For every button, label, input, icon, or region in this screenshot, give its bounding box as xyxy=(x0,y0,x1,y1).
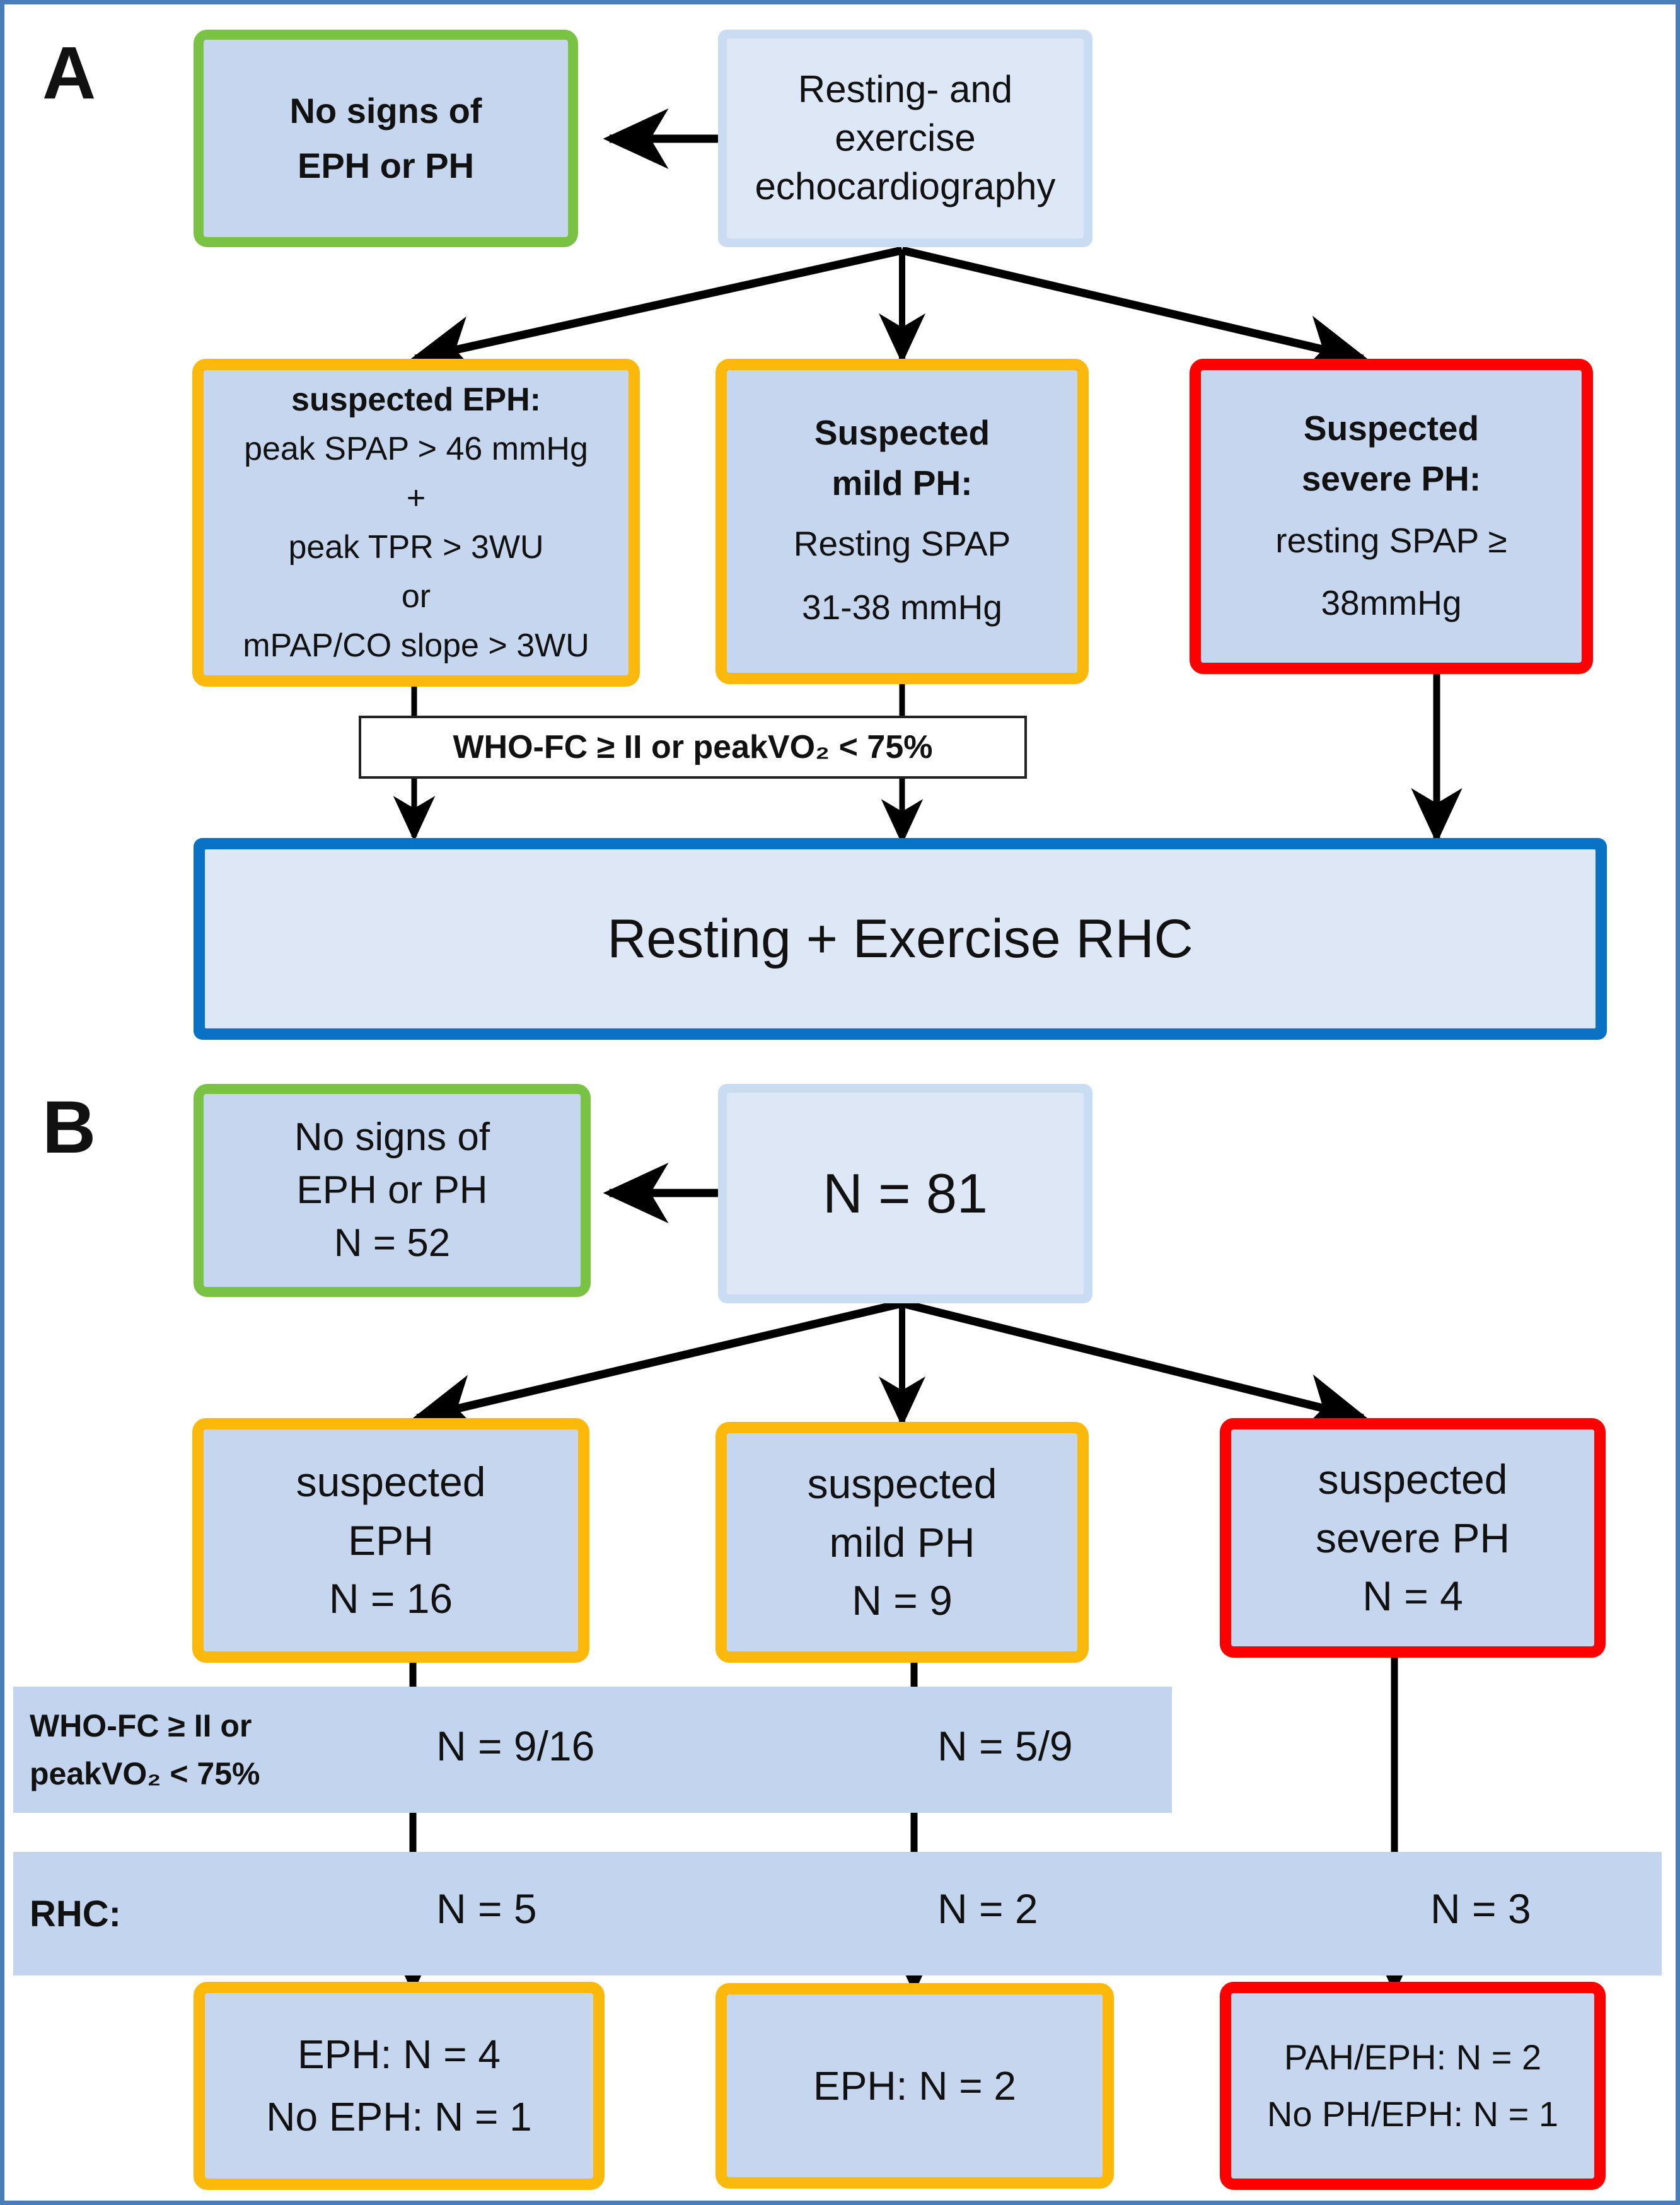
node-text-line: No EPH: N = 1 xyxy=(266,2094,532,2139)
node-text-line: peak SPAP > 46 mmHg xyxy=(244,431,588,467)
band-value-b-rhc-mild: N = 2 xyxy=(937,1885,1038,1932)
node-text-line: EPH or PH xyxy=(297,145,475,185)
band-value-b-rhc-eph: N = 5 xyxy=(436,1885,537,1932)
node-text-line: Resting- and xyxy=(797,68,1013,111)
arrow-a-root-to-severe xyxy=(901,246,1370,375)
band-value-b-who-fc-eph: N = 9/16 xyxy=(436,1723,595,1769)
node-text-line: Suspected xyxy=(814,412,990,452)
node-text-line: exercise xyxy=(835,117,976,160)
node-a-suspected-severe-ph: Suspected severe PH: resting SPAP ≥ 38mm… xyxy=(1190,359,1593,674)
node-text-line: severe PH: xyxy=(1301,459,1481,498)
band-label-line: peakVO₂ < 75% xyxy=(30,1756,260,1791)
node-b-no-signs-of-eph-or-ph: No signs of EPH or PH N = 52 xyxy=(194,1084,591,1297)
band-label-b-who-fc: WHO-FC ≥ II or peakVO₂ < 75% xyxy=(30,1687,383,1813)
node-text-line: N = 9 xyxy=(852,1577,953,1624)
panel-label-b: B xyxy=(42,1086,96,1169)
arrow-b-root-to-severe xyxy=(901,1299,1370,1434)
node-text-line: PAH/EPH: N = 2 xyxy=(1283,2037,1542,2078)
node-text-line: EPH: N = 4 xyxy=(298,2031,501,2077)
node-a-suspected-mild-ph: Suspected mild PH: Resting SPAP 31-38 mm… xyxy=(715,359,1089,684)
node-text-line: suspected xyxy=(807,1460,997,1508)
node-text-line: No signs of xyxy=(294,1115,490,1160)
node-b-total-cohort: N = 81 xyxy=(718,1084,1092,1303)
arrow-b-root-to-eph xyxy=(410,1299,903,1434)
node-a-resting-exercise-rhc: Resting + Exercise RHC xyxy=(194,838,1607,1040)
node-text-line: mild PH xyxy=(829,1518,975,1566)
node-text-line: Suspected xyxy=(1303,409,1480,448)
node-text-line: N = 16 xyxy=(328,1575,453,1622)
node-text-line: N = 4 xyxy=(1362,1573,1463,1620)
node-a-resting-exercise-echocardiography: Resting- and exercise echocardiography xyxy=(718,30,1092,247)
node-b-suspected-severe-ph: suspected severe PH N = 4 xyxy=(1220,1418,1606,1658)
node-b-outcome-mild-ph: EPH: N = 2 xyxy=(715,1983,1114,2189)
band-label-line: RHC: xyxy=(30,1893,121,1934)
band-label-b-rhc: RHC: xyxy=(30,1852,383,1975)
node-text-line: 31-38 mmHg xyxy=(802,588,1002,627)
node-a-no-signs-of-eph-or-ph: No signs of EPH or PH xyxy=(194,30,578,247)
node-text-line: suspected xyxy=(296,1458,486,1506)
node-text-line: + xyxy=(406,480,426,516)
band-b-who-fc xyxy=(13,1687,1172,1813)
node-text-line: N = 81 xyxy=(823,1162,988,1225)
node-text-line: 38mmHg xyxy=(1321,583,1462,623)
node-text-line: No PH/EPH: N = 1 xyxy=(1266,2094,1559,2134)
node-text-line: or xyxy=(401,578,431,615)
node-text-line: echocardiography xyxy=(755,165,1056,207)
node-text-line: mPAP/CO slope > 3WU xyxy=(243,627,589,664)
node-text-line: N = 52 xyxy=(333,1221,451,1265)
node-text-line: mild PH: xyxy=(831,463,973,503)
node-text-line: EPH xyxy=(348,1516,434,1564)
node-b-suspected-eph: suspected EPH N = 16 xyxy=(192,1418,589,1663)
panel-label-a: A xyxy=(42,32,96,115)
node-text-line: suspected xyxy=(1318,1456,1508,1503)
node-text-line: EPH: N = 2 xyxy=(813,2063,1016,2109)
node-text-line: suspected EPH: xyxy=(291,381,541,418)
node-text-line: EPH or PH xyxy=(296,1168,488,1213)
band-label-line: WHO-FC ≥ II or xyxy=(30,1708,252,1743)
node-text-line: resting SPAP ≥ xyxy=(1275,520,1507,560)
node-text-line: Resting + Exercise RHC xyxy=(607,908,1193,969)
label-a-who-fc-criterion: WHO-FC ≥ II or peakVO₂ < 75% xyxy=(359,716,1027,779)
node-text-line: peak TPR > 3WU xyxy=(288,529,544,566)
node-b-outcome-eph: EPH: N = 4 No EPH: N = 1 xyxy=(194,1982,605,2190)
band-b-rhc xyxy=(13,1852,1662,1975)
arrow-a-root-to-eph xyxy=(408,246,903,376)
node-text-line: severe PH xyxy=(1315,1514,1510,1561)
node-b-suspected-mild-ph: suspected mild PH N = 9 xyxy=(715,1422,1089,1663)
node-b-outcome-severe-ph: PAH/EPH: N = 2 No PH/EPH: N = 1 xyxy=(1220,1982,1606,2190)
band-value-b-who-fc-mild: N = 5/9 xyxy=(937,1723,1073,1769)
node-text-line: Resting SPAP xyxy=(793,524,1011,564)
band-value-b-rhc-severe: N = 3 xyxy=(1430,1885,1531,1932)
node-a-suspected-eph: suspected EPH: peak SPAP > 46 mmHg + pea… xyxy=(192,359,640,687)
node-text-line: No signs of xyxy=(289,90,482,131)
